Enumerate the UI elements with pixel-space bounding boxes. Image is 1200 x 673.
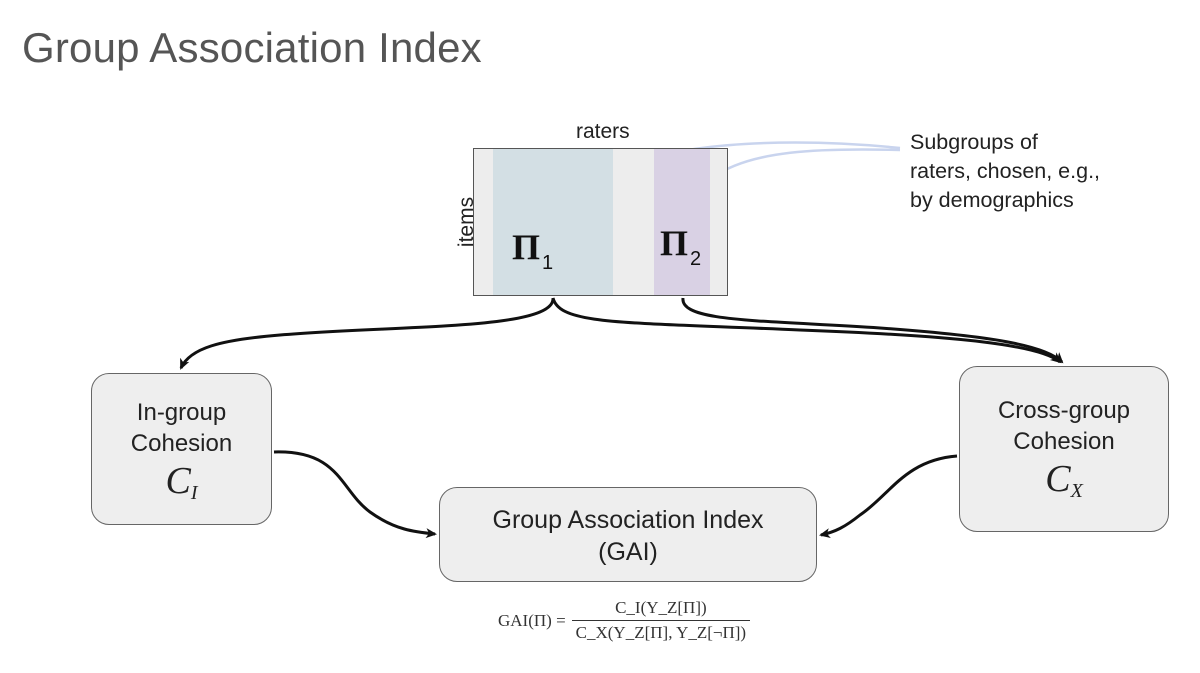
in-group-label-line: In-group	[136, 399, 227, 426]
gai-box: Group Association Index (GAI)	[439, 487, 817, 582]
arrow-ingroup-to-gai	[273, 450, 437, 539]
cross-group-cohesion-box: Cross-group Cohesion CX	[959, 366, 1169, 532]
formula-fraction: C_I(Y_Z[Π]) C_X(Y_Z[Π], Y_Z[¬Π])	[571, 598, 751, 643]
in-group-label-line: Cohesion	[130, 430, 233, 457]
in-group-symbol: CI	[165, 460, 198, 504]
formula-lhs: GAI(Π) =	[498, 610, 566, 630]
arrow-crossgroup-to-gai	[819, 454, 958, 539]
cross-group-label-line: Cohesion	[1013, 428, 1115, 455]
arrow-group2-to-crossgroup	[681, 297, 1064, 364]
gai-label-line: Group Association Index	[492, 506, 764, 534]
subgroups-note-line: raters, chosen, e.g.,	[910, 159, 1101, 183]
note-arrow-to-group2	[712, 148, 901, 178]
cross-group-symbol: CX	[1045, 458, 1083, 502]
arrow-group1-to-crossgroup	[551, 297, 1062, 364]
gai-label-line: (GAI)	[598, 538, 658, 566]
formula-denominator: C_X(Y_Z[Π], Y_Z[¬Π])	[571, 620, 751, 643]
raters-label: raters	[576, 120, 630, 143]
arrow-group1-to-ingroup	[179, 297, 555, 370]
subgroups-note-line: by demographics	[910, 188, 1074, 212]
page-title: Group Association Index	[22, 24, 482, 71]
group2-band	[654, 149, 710, 295]
subgroups-note-line: Subgroups of	[910, 130, 1038, 154]
group1-band	[493, 149, 613, 295]
in-group-cohesion-box: In-group Cohesion CI	[91, 373, 272, 525]
gai-formula: GAI(Π) = C_I(Y_Z[Π]) C_X(Y_Z[Π], Y_Z[¬Π]…	[498, 598, 751, 643]
cross-group-label-line: Cross-group	[997, 397, 1131, 424]
formula-numerator: C_I(Y_Z[Π])	[615, 598, 707, 617]
subgroups-note: Subgroups of raters, chosen, e.g., by de…	[910, 128, 1100, 215]
